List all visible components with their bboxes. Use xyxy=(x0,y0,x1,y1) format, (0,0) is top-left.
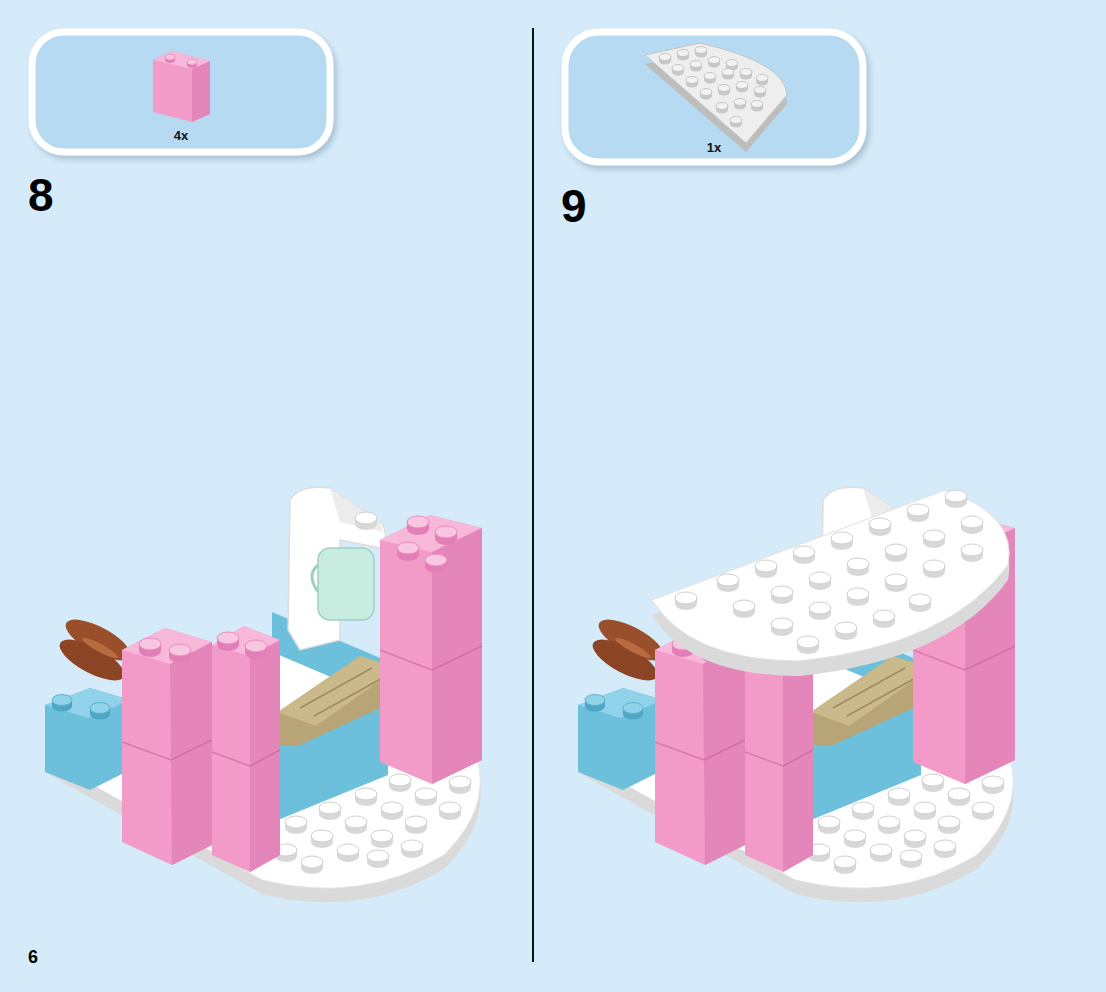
step-number: 8 xyxy=(28,172,54,218)
part-quantity: 1x xyxy=(707,140,721,155)
part-callout: 4x xyxy=(32,32,330,152)
page-number: 6 xyxy=(28,948,38,966)
part-quantity: 4x xyxy=(174,128,188,143)
part-callout: 1x xyxy=(565,32,863,162)
step-number: 9 xyxy=(561,183,587,229)
